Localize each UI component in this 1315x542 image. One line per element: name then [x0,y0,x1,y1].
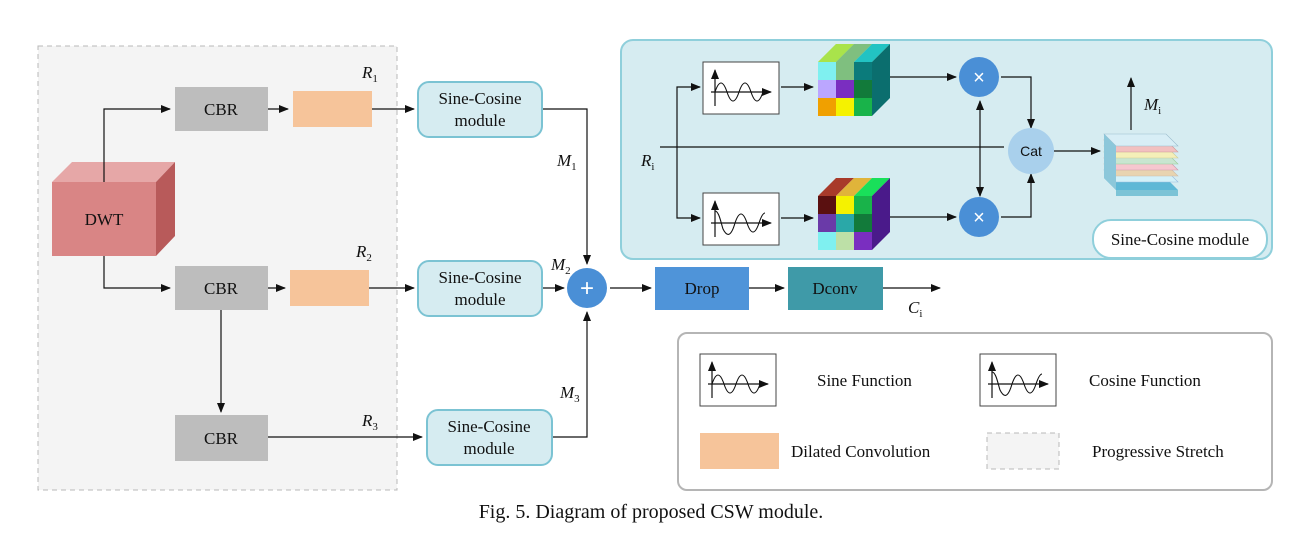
plus-circle-icon [567,268,607,308]
legend-dilated-label: Dilated Convolution [791,442,931,461]
edge-module1-sum [542,108,591,265]
cat-node: Cat [1008,128,1054,174]
colored-feature-cube-icon [818,178,890,250]
drop-label: Drop [685,279,720,298]
legend: Sine Function Cosine Function Dilated Co… [677,332,1273,491]
module-3-line1: Sine-Cosine [447,417,530,436]
edge-mult-bottom-to-cat [1001,173,1035,218]
dwt-side-face [156,162,175,256]
dconv-block: Dconv [788,267,883,310]
sum-symbol: + [580,275,594,302]
m2-label: M2 [550,255,571,277]
dwt-block: DWT [52,162,175,256]
sine-cosine-module-2: Sine-Cosine module [417,260,543,317]
legend-dilated-swatch [700,433,779,469]
r2-label: R2 [355,242,372,264]
m1-label: M1 [556,151,577,173]
edge-module3-sum [552,311,591,438]
detail-panel-title: Sine-Cosine module [1111,230,1249,249]
connectors-left [103,105,941,441]
legend-sine-swatch [699,353,777,407]
dwt-top-face [52,162,175,182]
legend-cosine-label: Cosine Function [1089,371,1201,390]
module-1-line1: Sine-Cosine [438,89,521,108]
cbr-1-label: CBR [204,100,239,119]
cbr-block-3: CBR [175,415,268,461]
figure-caption: Fig. 5. Diagram of proposed CSW module. [479,501,824,523]
detail-panel-frame [620,39,1273,260]
edge-ri-split-top [676,83,701,147]
detail-connectors [660,73,1135,222]
sine-wave-icon [711,374,761,394]
ri-label: Ri [640,151,654,173]
edge-dwt-cbr1 [103,105,171,182]
edge-dwt-cbr2 [103,256,171,292]
dwt-label: DWT [85,210,124,229]
dwt-front-face [52,182,156,256]
cosine-function-box [702,192,780,246]
multiply-circle-icon [959,57,999,97]
cat-label: Cat [1020,143,1042,159]
dilated-conv-block-1 [293,91,372,127]
mi-label: Mi [1143,95,1161,117]
cbr-block-1: CBR [175,87,268,131]
sum-node: + [567,268,607,308]
multiply-symbol-top: × [973,67,985,89]
colored-feature-cube-icon [818,44,890,116]
m3-label: M3 [559,383,580,405]
cbr-2-label: CBR [204,279,239,298]
cbr-3-label: CBR [204,429,239,448]
legend-frame [677,332,1273,491]
legend-cosine-swatch [979,353,1057,407]
module-2-line1: Sine-Cosine [438,268,521,287]
edge-mult-top-to-cat [1001,76,1035,129]
module-3-line2: module [464,439,515,458]
multiply-node-top: × [959,57,999,97]
sine-cosine-module-1: Sine-Cosine module [417,81,543,138]
r1-label: R1 [361,63,378,85]
sine-function-box [702,61,780,115]
multiply-symbol-bottom: × [973,207,985,229]
module-2-line2: module [455,290,506,309]
detail-panel-title-tag: Sine-Cosine module [1092,219,1268,259]
cosine-wave-icon [714,210,766,235]
drop-block: Drop [655,267,749,310]
legend-stretch-swatch [986,432,1060,470]
stacked-feature-maps-icon [1103,133,1179,196]
sine-cosine-detail-panel: × × Cat Ri Mi Sine- [620,39,1273,260]
legend-stretch-label: Progressive Stretch [1092,442,1224,461]
dilated-conv-block-2 [290,270,369,306]
cbr-block-2: CBR [175,266,268,310]
multiply-node-bottom: × [959,197,999,237]
ci-label: Ci [908,298,922,320]
cosine-wave-icon [991,371,1043,396]
sine-cosine-module-3: Sine-Cosine module [426,409,553,466]
multiply-circle-icon [959,197,999,237]
module-1-line2: module [455,111,506,130]
dconv-label: Dconv [812,279,858,298]
sine-wave-icon [714,82,764,102]
r3-label: R3 [361,411,378,433]
legend-sine-label: Sine Function [817,371,912,390]
edge-ri-split-bottom [676,147,701,222]
